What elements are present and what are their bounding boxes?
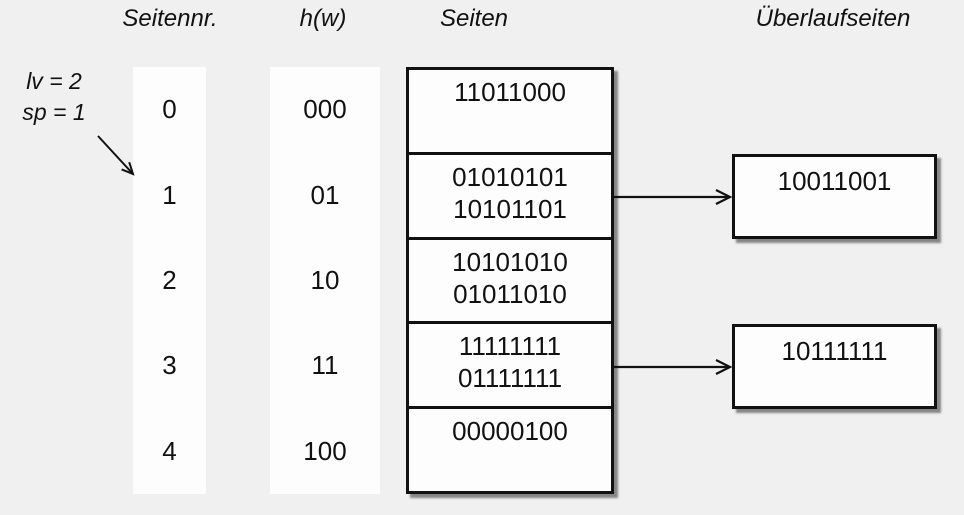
page-cell-0: 11011000	[409, 70, 611, 152]
overflow-arrow-row1-icon	[614, 189, 733, 205]
hash-value-cell: 10	[310, 265, 340, 296]
page-number-cell: 4	[162, 435, 177, 466]
page-number-cell: 2	[162, 265, 177, 296]
overflow-page-row3: 10111111	[732, 324, 937, 409]
page-number-cell: 0	[162, 94, 177, 125]
header-page-number: Seitennr.	[122, 5, 218, 32]
overflow-page-row1: 10011001	[732, 154, 937, 239]
hash-value-cell: 01	[310, 179, 340, 210]
hash-value-cell: 000	[303, 94, 347, 125]
entry-value: 11011000	[454, 77, 566, 107]
level-value: lv = 2	[26, 68, 82, 94]
overflow-arrow-row3-icon	[614, 359, 733, 375]
split-pointer-arrow-icon	[97, 135, 135, 176]
entry-value: 10101101	[453, 193, 567, 224]
entry-value: 00000100	[452, 416, 568, 447]
state-annotation: lv = 2 sp = 1	[8, 66, 100, 128]
entry-value: 01111111	[457, 363, 563, 394]
page-cell-1: 01010101 10101101	[409, 151, 611, 237]
page-cell-4: 00000100	[409, 406, 611, 491]
entry-value: 10111111	[781, 336, 888, 366]
column-page-numbers: 0 1 2 3 4	[133, 67, 206, 494]
hash-value-cell: 100	[303, 435, 347, 466]
header-overflow-pages: Überlaufseiten	[755, 5, 911, 32]
entry-value: 11111111	[458, 331, 562, 362]
page-cell-3: 11111111 01111111	[409, 321, 611, 406]
header-hash-function: h(w)	[299, 5, 347, 32]
entry-value: 01011010	[453, 278, 567, 309]
header-pages: Seiten	[439, 5, 509, 32]
column-hash-values: 000 01 10 11 100	[270, 67, 380, 494]
page-number-cell: 1	[162, 179, 177, 210]
hash-value-cell: 11	[311, 350, 339, 381]
pages-table: 11011000 01010101 10101101 10101010 0101…	[406, 67, 614, 494]
page-number-cell: 3	[162, 350, 177, 381]
page-cell-2: 10101010 01011010	[409, 236, 611, 322]
split-pointer-value: sp = 1	[22, 99, 86, 125]
entry-value: 01010101	[452, 161, 568, 192]
entry-value: 10101010	[452, 246, 568, 277]
entry-value: 10011001	[777, 166, 892, 196]
